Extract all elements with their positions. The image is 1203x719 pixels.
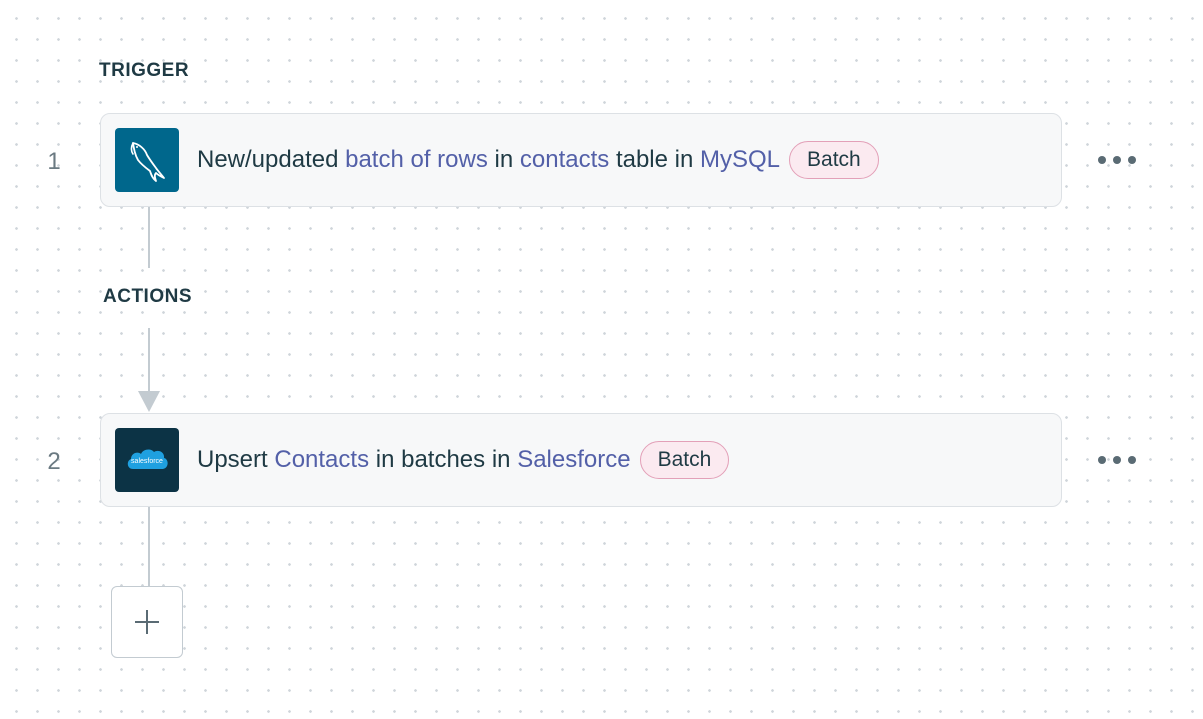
dot-icon: [1098, 156, 1106, 164]
datapill-salesforce[interactable]: Salesforce: [517, 446, 631, 473]
add-step-button[interactable]: [111, 586, 183, 658]
action-step-description: Upsert Contacts in batches in Salesforce…: [197, 441, 730, 479]
trigger-step-description: New/updated batch of rows in contacts ta…: [197, 141, 879, 179]
step-more-options-button[interactable]: [1098, 150, 1136, 170]
step-text: in: [494, 146, 514, 173]
step-more-options-button[interactable]: [1098, 450, 1136, 470]
connector-line: [147, 507, 150, 587]
connector-line: [147, 207, 150, 268]
datapill-batch-of-rows[interactable]: batch of rows: [345, 146, 488, 173]
trigger-section-label: TRIGGER: [99, 60, 190, 81]
salesforce-icon: salesforce: [115, 428, 179, 492]
trigger-step-card[interactable]: New/updated batch of rows in contacts ta…: [100, 113, 1062, 207]
dot-icon: [1128, 156, 1136, 164]
connector-arrow-icon: [138, 391, 160, 412]
step-number: 2: [47, 448, 61, 475]
dot-icon: [1098, 456, 1106, 464]
step-text: in batches in: [375, 446, 511, 473]
mysql-icon: [115, 128, 179, 192]
step-number: 1: [47, 148, 61, 175]
datapill-contacts[interactable]: contacts: [519, 146, 610, 173]
actions-section-label: ACTIONS: [103, 286, 192, 307]
connector-line: [147, 328, 150, 394]
datapill-contacts[interactable]: Contacts: [274, 446, 370, 473]
batch-badge: Batch: [789, 141, 879, 179]
step-text: Upsert: [197, 446, 268, 473]
dot-icon: [1113, 456, 1121, 464]
step-text: New/updated: [197, 146, 339, 173]
datapill-mysql[interactable]: MySQL: [700, 146, 781, 173]
step-text: table in: [615, 146, 694, 173]
batch-badge: Batch: [639, 441, 730, 479]
dot-icon: [1128, 456, 1136, 464]
salesforce-icon-text: salesforce: [131, 458, 163, 465]
dot-icon: [1113, 156, 1121, 164]
action-step-card[interactable]: salesforce Upsert Contacts in batches in…: [100, 413, 1062, 507]
plus-icon: [135, 610, 159, 634]
